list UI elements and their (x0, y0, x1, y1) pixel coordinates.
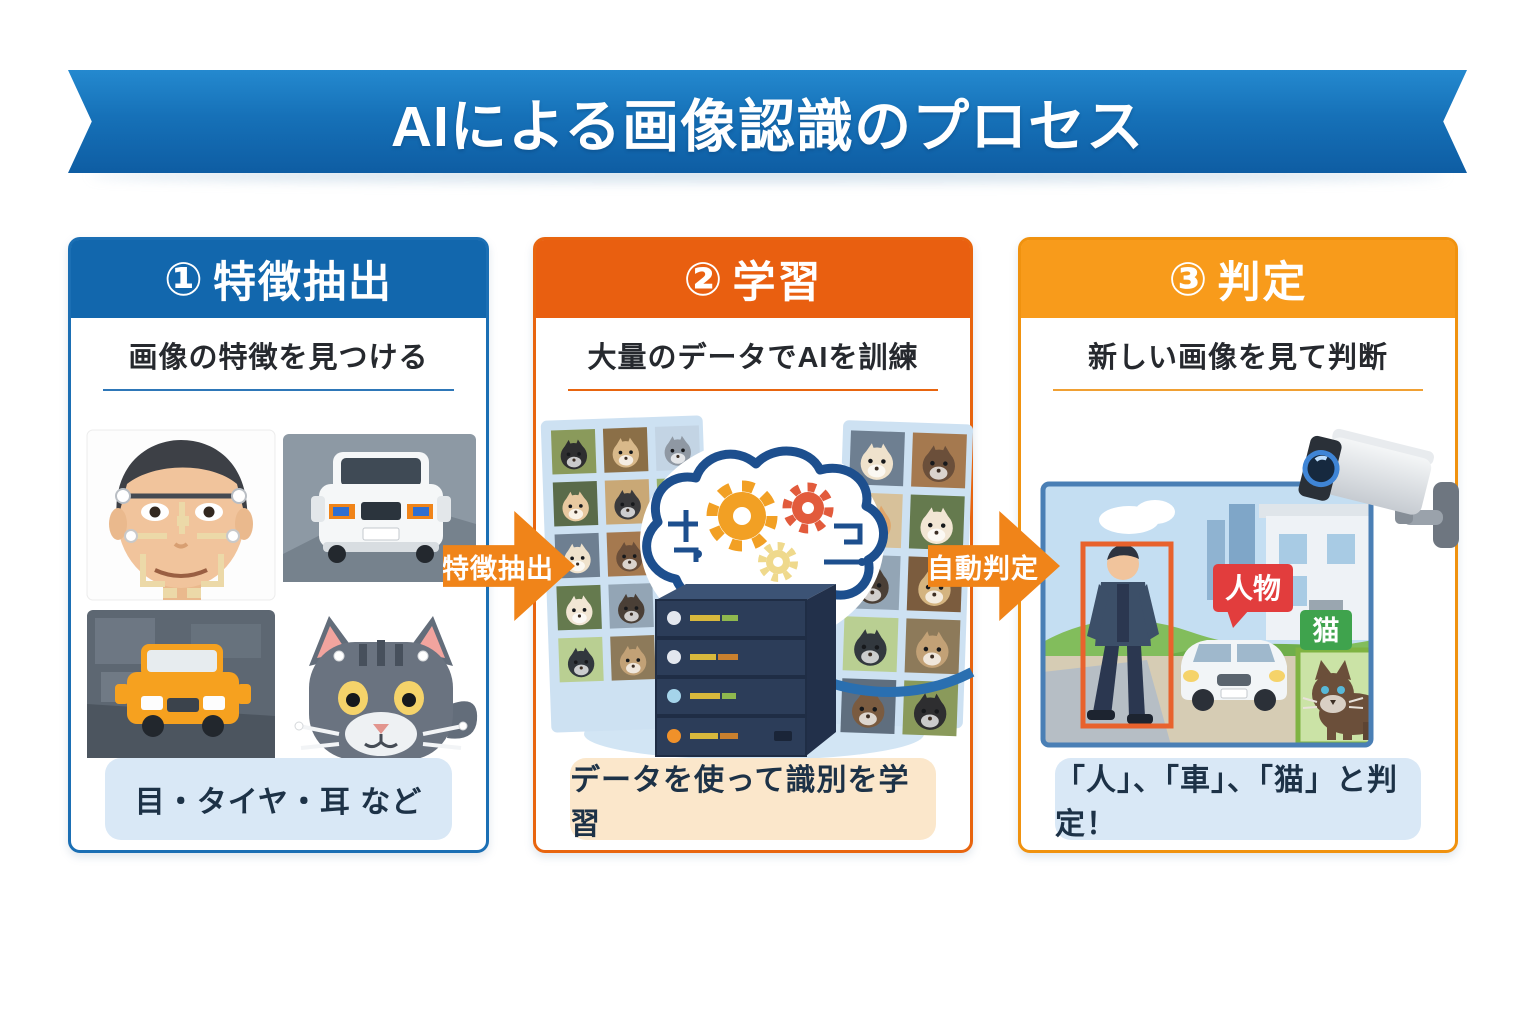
page-title: AIによる画像認識のプロセス (390, 94, 1145, 159)
step-title-2: 学習 (732, 259, 823, 307)
step-number-3: ③ (1168, 253, 1208, 305)
step-number-2: ② (683, 253, 723, 305)
step-number-1: ① (164, 253, 203, 305)
person-label-tag: 人物 (1213, 564, 1293, 628)
detected-car-illustration (1181, 640, 1287, 711)
person-illustration (1087, 544, 1159, 724)
taxi-illustration (87, 610, 275, 758)
panel-feature-extraction: ① 特徴抽出 画像の特徴を見つける (68, 237, 489, 853)
panel3-caption: 「人」、「車」、「猫」と判定！ (1055, 758, 1421, 841)
svg-text:猫: 猫 (1313, 616, 1340, 646)
panel1-header: ① 特徴抽出 (71, 240, 486, 318)
panel3-header: ③ 判定 (1021, 240, 1455, 318)
gear-icon-medium (782, 482, 834, 534)
gear-icon-large (706, 480, 778, 552)
panel2-header: ② 学習 (536, 240, 970, 318)
panel-learning: ② 学習 大量のデータでAIを訓練 (533, 237, 975, 853)
person-bounding-box (1080, 541, 1174, 729)
gear-icon-small (758, 542, 798, 582)
white-car-illustration (283, 434, 476, 582)
server-stack-icon (655, 584, 836, 757)
arrow1-label: 特徴抽出 (442, 553, 554, 584)
panel1-illustration (71, 404, 486, 764)
title-banner: AIによる画像認識のプロセス (68, 70, 1467, 173)
panel2-subtitle: 大量のデータでAIを訓練 (568, 334, 938, 391)
face-with-landmarks-illustration (86, 429, 276, 601)
step-title-3: 判定 (1217, 259, 1308, 307)
panel1-caption: 目・タイヤ・耳 など (105, 758, 452, 840)
panel-judgment: ③ 判定 新しい画像を見て判断 (1018, 237, 1459, 853)
panel3-subtitle: 新しい画像を見て判断 (1053, 334, 1423, 391)
arrow2-label: 自動判定 (927, 553, 1039, 584)
panel2-illustration (536, 404, 975, 764)
panel3-illustration: 人物 猫 (1021, 404, 1459, 764)
security-camera-icon (1298, 428, 1459, 548)
cat-face-illustration (283, 610, 478, 760)
svg-text:人物: 人物 (1225, 573, 1281, 604)
recognition-scene: 人物 猫 (1040, 481, 1374, 748)
panel1-subtitle: 画像の特徴を見つける (103, 334, 454, 391)
step-title-1: 特徴抽出 (212, 259, 393, 307)
panel2-caption: データを使って識別を学習 (570, 758, 936, 841)
cat-label-tag: 猫 (1300, 610, 1352, 650)
